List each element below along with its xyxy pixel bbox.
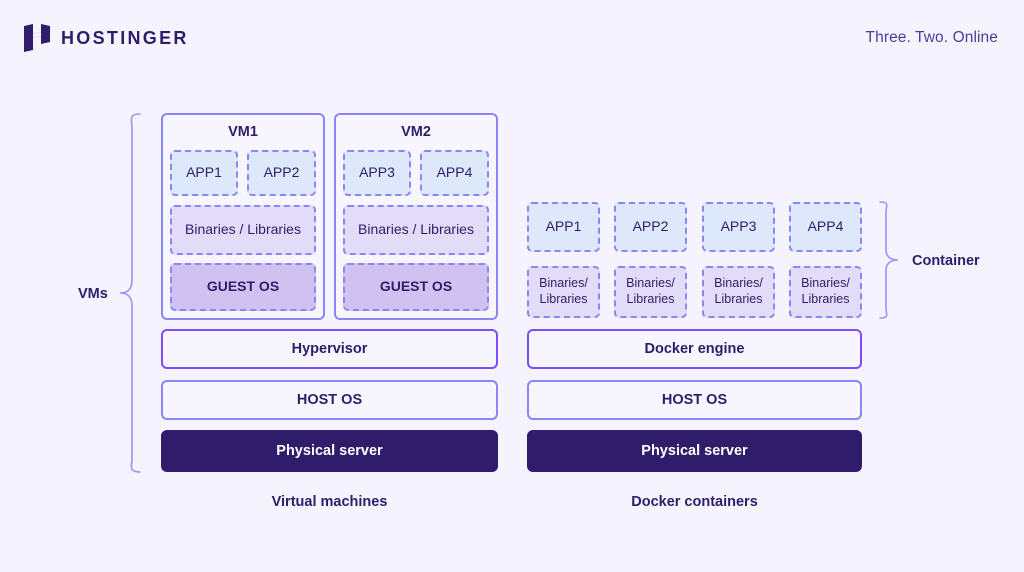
container-binaries-box-4-line2: Libraries	[801, 292, 850, 306]
container-binaries-box-2-line1: Binaries/	[626, 276, 675, 291]
container-brace-label: Container	[912, 253, 980, 269]
container-binaries-box-1[interactable]: Binaries/ Libraries	[527, 266, 600, 318]
vm-card-2-title: VM2	[401, 124, 431, 140]
vm1-binaries-libraries-box[interactable]: Binaries / Libraries	[170, 205, 316, 255]
container-binaries-box-1-line1: Binaries/	[539, 276, 588, 291]
page-header: HOSTINGER Three. Two. Online	[0, 0, 1024, 78]
vm-host-os-bar[interactable]: HOST OS	[161, 380, 498, 420]
container-app-box-3[interactable]: APP3	[702, 202, 775, 252]
container-binaries-box-3-line2: Libraries	[714, 292, 763, 306]
container-host-os-bar[interactable]: HOST OS	[527, 380, 862, 420]
vm2-binaries-libraries-box[interactable]: Binaries / Libraries	[343, 205, 489, 255]
container-binaries-box-3-line1: Binaries/	[714, 276, 763, 291]
vm1-guest-os-box[interactable]: GUEST OS	[170, 263, 316, 311]
container-app-box-1[interactable]: APP1	[527, 202, 600, 252]
container-binaries-box-4[interactable]: Binaries/ Libraries	[789, 266, 862, 318]
container-binaries-box-3[interactable]: Binaries/ Libraries	[702, 266, 775, 318]
docker-engine-bar[interactable]: Docker engine	[527, 329, 862, 369]
vm1-app-box-2[interactable]: APP2	[247, 150, 316, 196]
container-app-box-4[interactable]: APP4	[789, 202, 862, 252]
container-binaries-box-1-line2: Libraries	[539, 292, 588, 306]
brand-name: HOSTINGER	[61, 27, 189, 48]
container-binaries-box-4-line1: Binaries/	[801, 276, 850, 291]
container-brace-icon	[879, 201, 899, 319]
vm-physical-server-bar[interactable]: Physical server	[161, 430, 498, 472]
container-binaries-box-2-line2: Libraries	[626, 292, 675, 306]
vm1-app-box-1[interactable]: APP1	[170, 150, 238, 196]
virtual-machines-caption: Virtual machines	[271, 494, 388, 510]
vms-brace-icon	[119, 113, 141, 473]
vm2-guest-os-box[interactable]: GUEST OS	[343, 263, 489, 311]
brand-logo: HOSTINGER	[24, 24, 189, 52]
vm-card-1-title: VM1	[228, 124, 258, 140]
container-physical-server-bar[interactable]: Physical server	[527, 430, 862, 472]
container-app-box-2[interactable]: APP2	[614, 202, 687, 252]
tagline: Three. Two. Online	[865, 29, 998, 46]
hostinger-h-logo-icon	[24, 24, 50, 52]
vms-brace-label: VMs	[78, 286, 108, 302]
hypervisor-bar[interactable]: Hypervisor	[161, 329, 498, 369]
vm2-app-box-2[interactable]: APP4	[420, 150, 489, 196]
vm2-app-box-1[interactable]: APP3	[343, 150, 411, 196]
docker-containers-caption: Docker containers	[631, 494, 758, 510]
container-binaries-box-2[interactable]: Binaries/ Libraries	[614, 266, 687, 318]
